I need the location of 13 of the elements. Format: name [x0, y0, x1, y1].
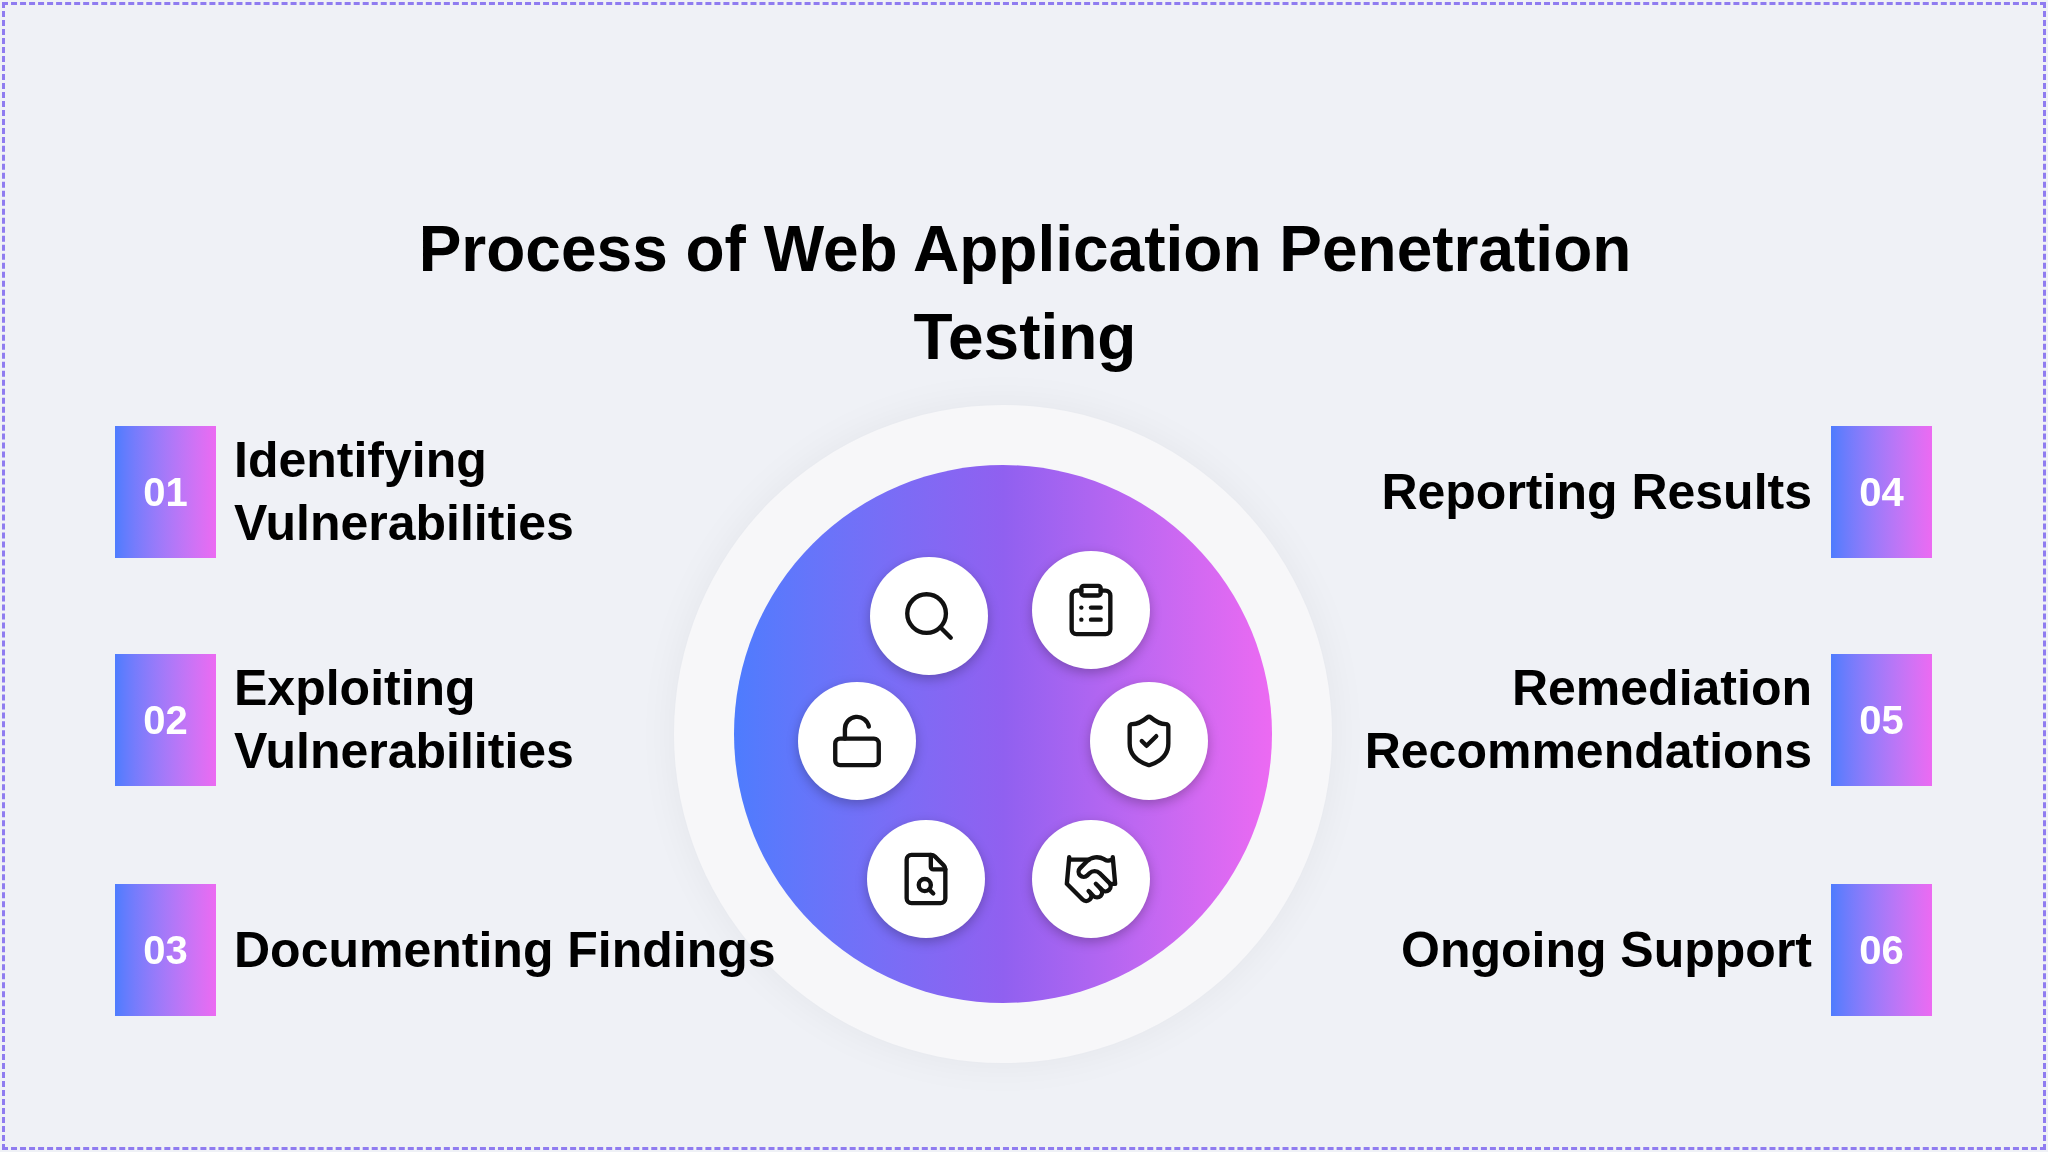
- step-number-box: 05: [1831, 654, 1932, 786]
- step-label: Identifying Vulnerabilities: [234, 431, 575, 553]
- step-label: Reporting Results: [1380, 462, 1812, 522]
- step-number-box: 04: [1831, 426, 1932, 558]
- step-number-box: 06: [1831, 884, 1932, 1016]
- step-number-box: 02: [115, 654, 216, 786]
- step-label: Exploiting Vulnerabilities: [234, 659, 575, 781]
- title: Process of Web Application Penetration Testing: [417, 212, 1633, 375]
- step-label: Remediation Recommendations: [1363, 659, 1812, 781]
- step-number-box: 01: [115, 426, 216, 558]
- step-label: Ongoing Support: [1400, 920, 1812, 980]
- step-number-box: 03: [115, 884, 216, 1016]
- step-label: Documenting Findings: [234, 920, 777, 980]
